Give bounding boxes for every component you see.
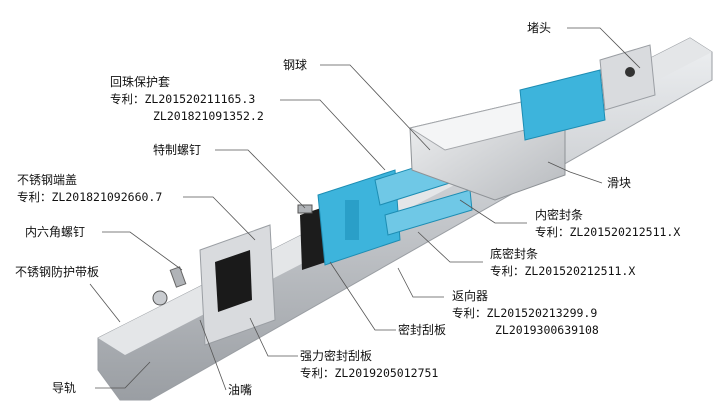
strong-scraper bbox=[215, 250, 252, 312]
ball-retainer-lower bbox=[384, 189, 473, 236]
label-rail: 导轨 bbox=[52, 381, 77, 395]
label-grease-nipple: 油嘴 bbox=[228, 383, 253, 397]
label-ball-retainer: 回珠保护套 专利：ZL201520211165.3 ZL201821091352… bbox=[110, 74, 264, 125]
recirculator-rear bbox=[519, 69, 606, 141]
label-inner-seal: 内密封条 专利：ZL201520212511.X bbox=[535, 207, 680, 241]
label-end-plug: 堵头 bbox=[527, 21, 552, 35]
label-stainless-end-cap: 不锈钢端盖 专利：ZL201821092660.7 bbox=[17, 172, 162, 206]
patent-line: ZL2019300639108 bbox=[495, 323, 599, 337]
label-hex-screw: 内六角螺钉 bbox=[25, 225, 86, 239]
recirculator-slot bbox=[345, 200, 359, 240]
label-strong-scraper: 强力密封刮板 专利：ZL2019205012751 bbox=[300, 348, 438, 382]
hex-screw bbox=[169, 266, 187, 288]
patent-line: 专利：ZL201520212511.X bbox=[535, 225, 681, 239]
label-carriage: 滑块 bbox=[607, 176, 632, 190]
label-seal-scraper: 密封刮板 bbox=[398, 323, 447, 337]
grease-nipple bbox=[152, 290, 168, 306]
label-stainless-strip: 不锈钢防护带板 bbox=[15, 265, 100, 279]
special-screw bbox=[297, 204, 313, 214]
label-bottom-seal: 底密封条 专利：ZL201520212511.X bbox=[490, 246, 635, 280]
patent-line: 专利：ZL2019205012751 bbox=[300, 366, 439, 380]
label-recirculator: 返向器 专利：ZL201520213299.9 ZL2019300639108 bbox=[452, 288, 599, 339]
part-name: 回珠保护套 bbox=[110, 75, 171, 89]
label-steel-ball: 钢球 bbox=[283, 58, 308, 72]
rear-end-cap bbox=[599, 44, 656, 111]
end-plug bbox=[625, 67, 635, 77]
part-name: 强力密封刮板 bbox=[300, 349, 373, 363]
patent-line: ZL201821091352.2 bbox=[153, 109, 264, 123]
part-name: 内密封条 bbox=[535, 208, 584, 222]
patent-line: 专利：ZL201520212511.X bbox=[490, 264, 636, 278]
leader-lines bbox=[89, 27, 641, 391]
label-special-screw: 特制螺钉 bbox=[153, 143, 202, 157]
part-name: 返向器 bbox=[452, 289, 489, 303]
patent-line: 专利：ZL201821092660.7 bbox=[17, 190, 163, 204]
patent-line: 专利：ZL201520211165.3 bbox=[110, 92, 256, 106]
part-name: 底密封条 bbox=[490, 247, 539, 261]
patent-line: 专利：ZL201520213299.9 bbox=[452, 306, 598, 320]
part-name: 不锈钢端盖 bbox=[17, 173, 78, 187]
